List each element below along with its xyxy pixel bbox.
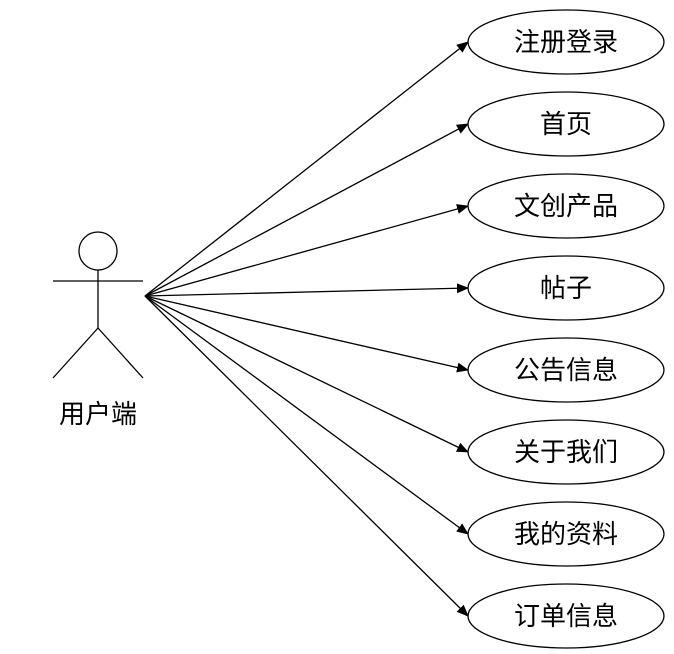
use-case-7-association-arrow [144,295,469,535]
associations [144,41,469,617]
use-case-2: 首页 [467,91,665,157]
use-case-2-label: 首页 [540,110,592,140]
use-case-7-label: 我的资料 [514,520,618,550]
use-case-1: 注册登录 [467,9,665,75]
use-case-6-label: 关于我们 [514,438,618,468]
use-case-4-label: 帖子 [540,274,592,304]
use-case-4-ellipse [467,255,665,321]
use-case-5-label: 公告信息 [514,356,618,386]
use-case-4: 帖子 [467,255,665,321]
use-case-5-ellipse [467,337,665,403]
actor-right-leg [97,327,144,379]
use-case-6-association-arrow [144,295,469,453]
use-case-1-label: 注册登录 [514,28,618,58]
use-case-3: 文创产品 [467,173,665,239]
use-case-6-ellipse [467,419,665,485]
use-case-1-association-arrow [144,41,469,297]
use-case-5: 公告信息 [467,337,665,403]
use-case-3-association-arrow [144,204,469,297]
use-case-8: 订单信息 [467,583,665,649]
use-case-3-ellipse [467,173,665,239]
use-case-7-ellipse [467,501,665,567]
use-case-6: 关于我们 [467,419,665,485]
use-case-8-association-arrow [144,295,469,617]
use-case-5-association-arrow [144,295,469,373]
actor-label: 用户端 [59,400,137,430]
use-case-2-ellipse [467,91,665,157]
use-case-8-label: 订单信息 [514,602,618,632]
use-case-7: 我的资料 [467,501,665,567]
use-case-3-label: 文创产品 [514,192,618,222]
actor-left-leg [52,327,99,379]
actor-head [78,231,118,271]
use-case-2-association-arrow [144,123,469,297]
actor: 用户端 [52,231,144,430]
use-case-1-ellipse [467,9,665,75]
use-case-8-ellipse [467,583,665,649]
use-case-4-association-arrow [144,283,469,297]
